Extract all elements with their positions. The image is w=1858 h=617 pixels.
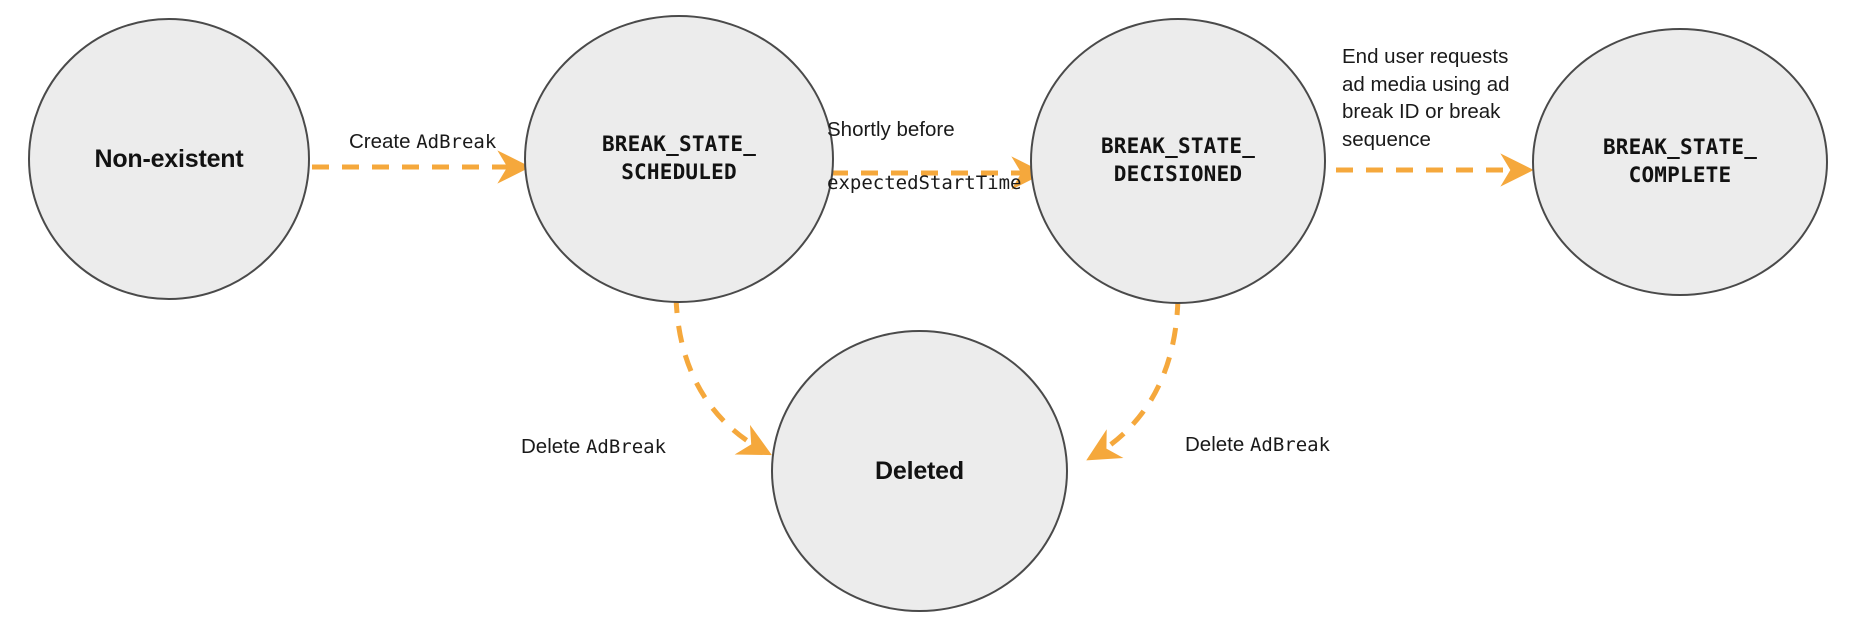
edge-label-delete-from-decisioned: Delete AdBreak [1185, 403, 1385, 458]
edge-label-text: Delete [521, 434, 586, 458]
state-node-break-state-decisioned[interactable]: BREAK_STATE_ DECISIONED [1030, 18, 1326, 304]
edge-label-code: AdBreak [416, 130, 497, 153]
edge-delete-from-scheduled [673, 295, 772, 456]
state-node-break-state-complete[interactable]: BREAK_STATE_ COMPLETE [1532, 28, 1828, 296]
edge-label-text: Delete [1185, 432, 1250, 456]
state-node-label: Deleted [875, 456, 964, 485]
state-node-label: BREAK_STATE_ DECISIONED [1100, 134, 1256, 186]
edge-delete-from-decisioned [1086, 297, 1181, 461]
edge-label-text: Create [349, 129, 417, 153]
edge-label-text: Shortly before [827, 117, 955, 141]
edge-label-end-user-requests: End user requests ad media using ad brea… [1342, 45, 1510, 152]
state-node-non-existent[interactable]: Non-existent [28, 18, 310, 300]
edge-label-code: AdBreak [1249, 433, 1331, 456]
state-node-break-state-scheduled[interactable]: BREAK_STATE_ SCHEDULED [524, 15, 834, 303]
edge-label-create-adbreak: Create AdBreak [349, 100, 559, 155]
edge-label-delete-from-scheduled: Delete AdBreak [521, 405, 721, 460]
edge-label-code: AdBreak [585, 435, 667, 458]
edge-label-shortly-before: Shortly before expectedStartTime [827, 88, 1057, 224]
state-node-label: BREAK_STATE_ COMPLETE [1602, 135, 1758, 187]
state-node-label: Non-existent [94, 144, 244, 173]
edge-label-code: expectedStartTime [827, 172, 1022, 195]
state-node-deleted[interactable]: Deleted [771, 330, 1068, 612]
state-node-label: BREAK_STATE_ SCHEDULED [601, 132, 757, 184]
